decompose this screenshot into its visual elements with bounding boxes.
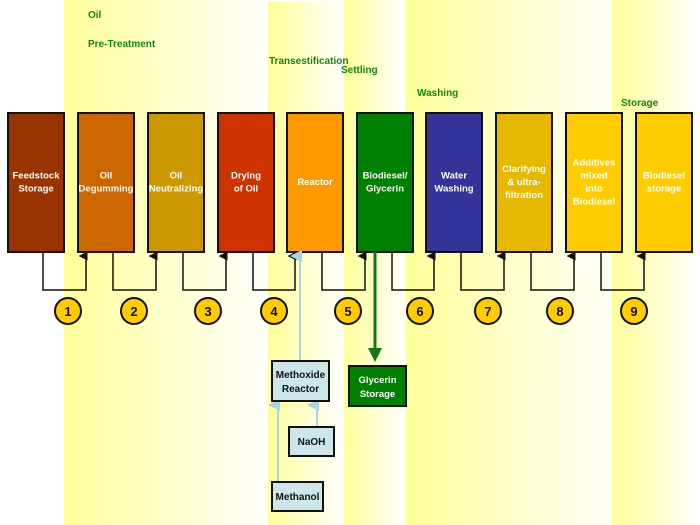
glycerin-storage-box: Glycerin Storage	[348, 365, 407, 407]
step-number: 9	[630, 304, 637, 319]
flow-connector	[182, 251, 228, 291]
flow-connector	[600, 251, 646, 291]
process-box-label: Water	[441, 171, 467, 182]
chemical-feed: Methoxide Reactor NaOH Methanol	[268, 250, 335, 512]
band-washing	[406, 0, 626, 525]
step-circle: 9	[620, 297, 648, 325]
process-box-label: of Oil	[234, 184, 258, 195]
glycerin-output: Glycerin Storage	[348, 252, 407, 407]
step-number: 2	[130, 304, 137, 319]
flow-connector	[460, 251, 506, 291]
glycerin-label: Glycerin	[358, 375, 396, 386]
process-box: Reactor	[286, 112, 344, 253]
step-circle: 5	[334, 297, 362, 325]
stage-label: Washing	[417, 88, 458, 99]
process-box: Biodiesel storage	[635, 112, 693, 253]
process-box-label: Biodiesel	[643, 171, 685, 182]
process-box-label: & ultra-	[507, 177, 540, 188]
methoxide-reactor-box: Methoxide Reactor	[271, 360, 330, 402]
process-box: Clarifying & ultra-filtration	[495, 112, 553, 253]
flow-connector	[321, 251, 367, 291]
flow-connector	[42, 251, 88, 291]
stage-label: Pre-Treatment	[88, 39, 156, 50]
flow-connector	[391, 251, 436, 291]
step-number: 1	[64, 304, 71, 319]
flow-connector	[252, 251, 297, 291]
glycerin-label: Storage	[360, 389, 395, 400]
step-circle: 4	[260, 297, 288, 325]
step-circle: 7	[474, 297, 502, 325]
step-number: 8	[556, 304, 563, 319]
band-storage	[612, 0, 700, 525]
glycerin-arrow-head	[368, 348, 382, 362]
process-box-label: mixed	[580, 171, 608, 182]
stage-label: Transestification	[269, 56, 348, 67]
step-circle: 3	[194, 297, 222, 325]
step-number: 4	[270, 304, 278, 319]
stage-label: Oil	[88, 10, 102, 21]
process-box-label: Biodiesel	[573, 197, 615, 208]
process-box-label: Clarifying	[502, 164, 546, 175]
methanol-label: Methanol	[276, 492, 320, 503]
process-box-label: Oil	[100, 171, 113, 182]
step-number: 3	[204, 304, 211, 319]
process-box-label: Glycerin	[366, 184, 404, 195]
process-box-label: Washing	[434, 184, 473, 195]
process-box: Biodiesel/Glycerin	[356, 112, 414, 253]
methoxide-label: Reactor	[282, 384, 319, 395]
process-box: Drying of Oil	[217, 112, 275, 253]
flow-connector	[112, 251, 158, 291]
process-box-label: Oil	[170, 171, 183, 182]
stage-label: Storage	[621, 98, 659, 109]
step-circle: 6	[406, 297, 434, 325]
process-box-label: Neutralizing	[149, 184, 204, 195]
process-boxes: FeedstockStorageOilDegummingOilNeutraliz…	[7, 112, 693, 253]
process-box-label: Degumming	[79, 184, 134, 195]
methoxide-label: Methoxide	[276, 370, 326, 381]
step-number: 6	[416, 304, 423, 319]
step-circle: 1	[54, 297, 82, 325]
stage-labels: Oil Pre-Treatment Transestification Sett…	[88, 10, 659, 109]
process-box-label: storage	[647, 184, 681, 195]
flow-connector	[530, 251, 576, 291]
methanol-box: Methanol	[271, 481, 324, 512]
step-circle: 2	[120, 297, 148, 325]
step-number: 5	[344, 304, 351, 319]
process-box-label: Reactor	[297, 177, 333, 188]
process-box-label: filtration	[505, 190, 543, 201]
naoh-label: NaOH	[298, 437, 326, 448]
step-markers: 1 2 3 4 5 6 7 8 9	[54, 297, 648, 325]
process-box-label: Biodiesel/	[363, 171, 408, 182]
background-bands	[64, 0, 700, 525]
process-box-label: into	[585, 184, 603, 195]
connectors	[42, 251, 646, 291]
process-box-label: Drying	[231, 171, 261, 182]
process-box-label: Storage	[18, 184, 53, 195]
stage-label: Settling	[341, 65, 378, 76]
step-number: 7	[484, 304, 491, 319]
step-circle: 8	[546, 297, 574, 325]
process-box-label: Additives	[573, 158, 616, 169]
naoh-box: NaOH	[288, 426, 335, 457]
process-box-label: Feedstock	[13, 171, 61, 182]
band-pretreatment	[64, 0, 272, 525]
